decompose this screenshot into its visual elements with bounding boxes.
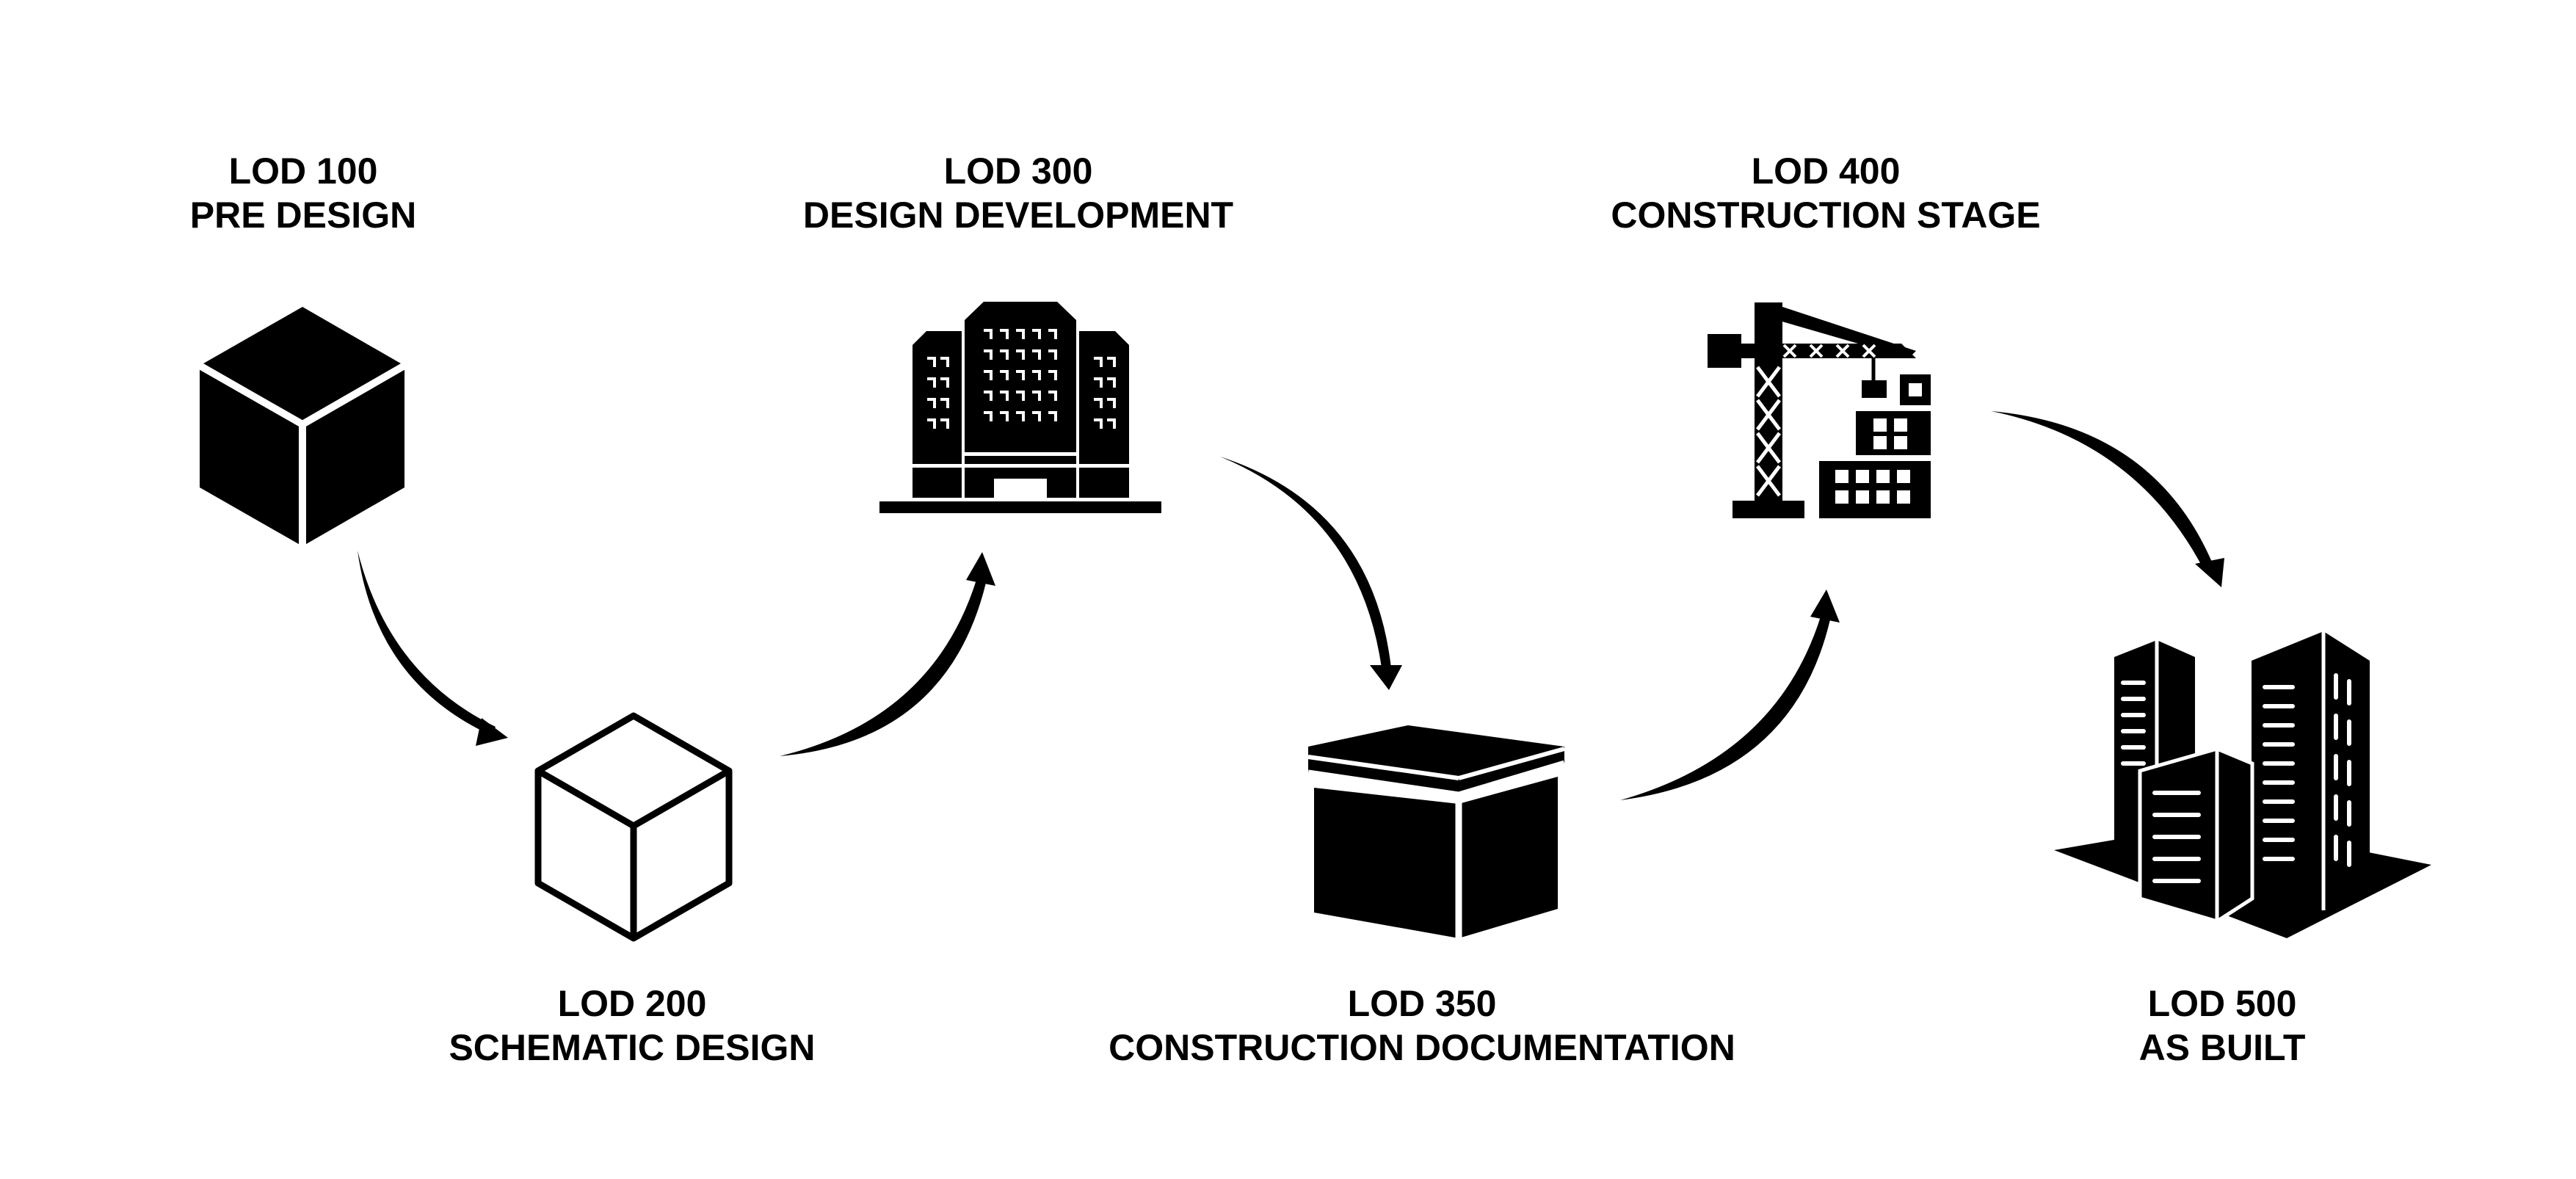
solid-cube-icon (197, 307, 407, 546)
arrow-200-to-300 (780, 552, 995, 756)
outline-cube-icon (534, 712, 733, 942)
building-icon (879, 302, 1161, 513)
stage-label-lod-100: LOD 100 PRE DESIGN (156, 149, 450, 237)
stage-code: LOD 300 (943, 150, 1093, 192)
stage-name: CONSTRUCTION DOCUMENTATION (1109, 1027, 1735, 1068)
stage-name: DESIGN DEVELOPMENT (802, 195, 1234, 236)
stage-code: LOD 500 (2147, 983, 2297, 1024)
stage-code: LOD 100 (228, 150, 378, 192)
arrow-350-to-400 (1620, 590, 1840, 800)
stage-name: PRE DESIGN (189, 195, 417, 236)
arrow-400-to-500 (1991, 411, 2224, 587)
arrow-100-to-200 (358, 551, 508, 746)
stage-name: AS BUILT (2138, 1027, 2306, 1068)
city-towers-icon (2054, 631, 2431, 938)
stage-label-lod-500: LOD 500 AS BUILT (2075, 982, 2369, 1070)
stage-label-lod-200: LOD 200 SCHEMATIC DESIGN (412, 982, 852, 1070)
stage-label-lod-300: LOD 300 DESIGN DEVELOPMENT (761, 149, 1275, 237)
stage-code: LOD 350 (1347, 983, 1497, 1024)
arrow-300-to-350 (1220, 457, 1402, 690)
box-icon (1307, 725, 1566, 938)
stage-code: LOD 200 (557, 983, 707, 1024)
stage-label-lod-350: LOD 350 CONSTRUCTION DOCUMENTATION (1073, 982, 1771, 1070)
crane-icon (1708, 302, 1931, 518)
stage-name: SCHEMATIC DESIGN (449, 1027, 816, 1068)
stage-name: CONSTRUCTION STAGE (1611, 195, 2041, 236)
stage-label-lod-400: LOD 400 CONSTRUCTION STAGE (1569, 149, 2083, 237)
stage-code: LOD 400 (1751, 150, 1901, 192)
